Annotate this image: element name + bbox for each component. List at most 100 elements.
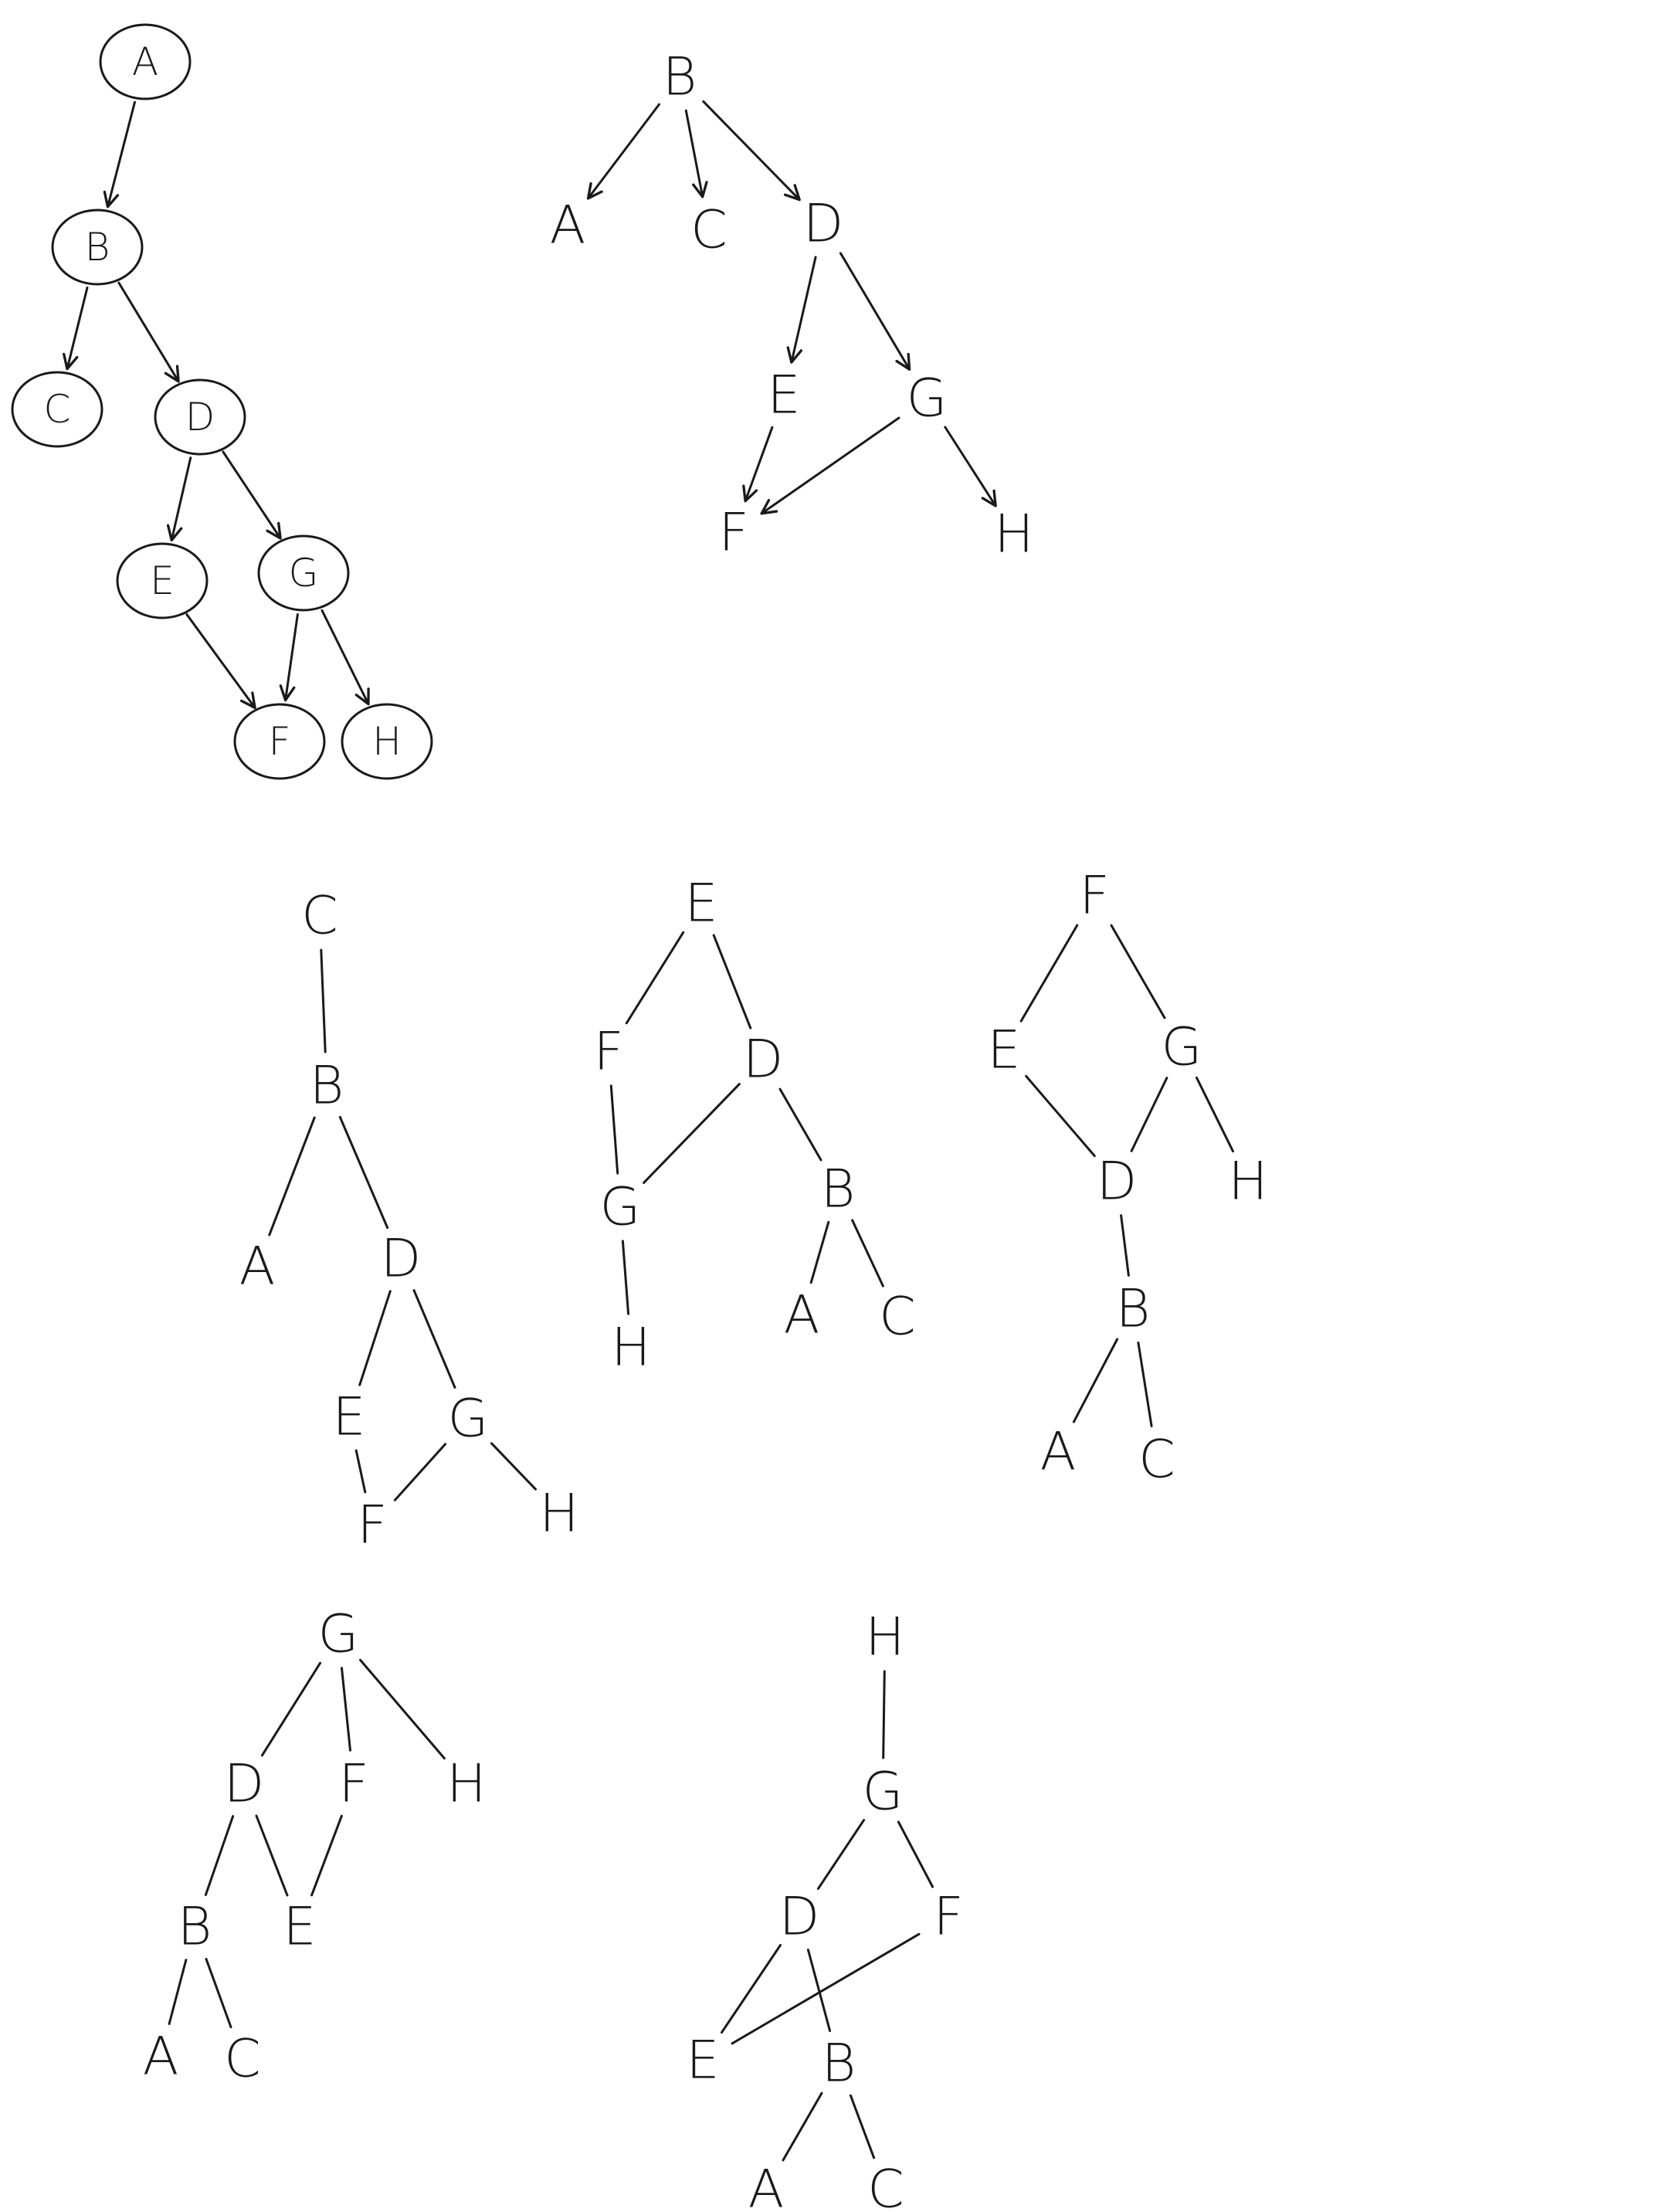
node-label: C <box>301 886 337 947</box>
node-label: G <box>863 1762 904 1823</box>
node-label: F <box>593 1022 623 1083</box>
node-f: F <box>718 503 748 564</box>
node-label: F <box>357 1495 387 1556</box>
node-e: E <box>988 1020 1021 1081</box>
node-label: E <box>988 1020 1021 1081</box>
edge-b-d <box>338 1115 389 1230</box>
node-e: E <box>116 542 209 619</box>
node-h: H <box>865 1607 904 1668</box>
node-f: F <box>338 1754 368 1815</box>
edge-b-d <box>117 281 180 383</box>
node-label: E <box>283 1897 317 1958</box>
node-d: D <box>1097 1152 1137 1213</box>
node-f: F <box>357 1495 387 1556</box>
node-label: F <box>933 1887 963 1948</box>
node-h: H <box>539 1484 578 1545</box>
node-g: G <box>257 534 350 612</box>
edge-g-f <box>897 1820 934 1888</box>
node-label: B <box>178 1897 212 1958</box>
node-a: A <box>99 23 192 100</box>
edge-e-d <box>1025 1074 1096 1158</box>
edge-g-h <box>1195 1076 1234 1153</box>
node-a: A <box>143 2027 179 2088</box>
edge-f-e <box>731 1932 921 2045</box>
edge-d-b <box>1120 1214 1130 1277</box>
node-g: G <box>1162 1017 1202 1078</box>
node-label: D <box>779 1887 819 1948</box>
node-label: A <box>784 1285 820 1346</box>
node-a: A <box>1040 1422 1077 1483</box>
node-label: B <box>663 47 697 108</box>
edge-g-d <box>260 1661 322 1757</box>
node-d: D <box>779 1887 819 1948</box>
node-a: A <box>748 2159 785 2212</box>
node-label: A <box>748 2159 785 2212</box>
node-label: F <box>338 1754 368 1815</box>
node-label: D <box>1097 1152 1137 1213</box>
edge-b-c <box>851 1219 884 1288</box>
node-f: F <box>233 703 326 780</box>
node-b: B <box>51 209 144 286</box>
node-label: A <box>550 195 586 256</box>
node-label: H <box>994 504 1033 565</box>
edge-e-f <box>742 426 774 503</box>
node-d: D <box>154 378 246 456</box>
edge-b-a <box>782 2092 823 2162</box>
node-e: E <box>687 2030 720 2092</box>
node-h: H <box>611 1318 650 1379</box>
node-label: G <box>289 551 319 595</box>
node-label: C <box>690 200 727 261</box>
edge-g-h <box>621 1240 630 1315</box>
edge-f-g <box>609 1084 619 1175</box>
node-f: F <box>1079 866 1109 927</box>
node-label: B <box>310 1056 344 1117</box>
edge-g-h <box>320 609 370 706</box>
node-label: B <box>85 225 110 270</box>
edge-b-a <box>1072 1338 1119 1423</box>
edge-b-c <box>63 286 89 371</box>
node-d: D <box>743 1030 783 1091</box>
edge-g-h <box>490 1442 537 1491</box>
edge-a-b <box>103 100 136 209</box>
node-label: D <box>224 1754 264 1815</box>
node-h: H <box>1228 1152 1267 1213</box>
edge-b-a <box>268 1116 316 1237</box>
node-label: B <box>1116 1279 1151 1340</box>
node-label: F <box>718 503 748 564</box>
edge-b-d <box>702 100 801 202</box>
node-g: G <box>600 1177 641 1238</box>
node-label: H <box>1228 1152 1267 1213</box>
node-label: E <box>685 874 718 935</box>
edge-d-e <box>255 1814 289 1897</box>
node-label: D <box>743 1030 783 1091</box>
node-e: E <box>333 1387 366 1448</box>
edge-g-f <box>279 613 299 702</box>
node-label: A <box>132 39 158 84</box>
edge-g-h <box>359 1658 446 1760</box>
node-label: B <box>822 2034 856 2095</box>
edge-b-a <box>809 1220 830 1284</box>
node-label: G <box>1162 1017 1202 1078</box>
node-c: C <box>301 886 337 947</box>
node-circle <box>116 542 209 619</box>
edge-b-c <box>1137 1342 1153 1427</box>
node-label: H <box>446 1754 486 1815</box>
node-f: F <box>593 1022 623 1083</box>
node-label: G <box>600 1177 641 1238</box>
edge-g-f <box>393 1443 447 1501</box>
edge-g-f <box>341 1667 351 1752</box>
node-b: B <box>822 2034 856 2095</box>
edge-b-c <box>205 1957 232 2029</box>
node-label: A <box>143 2027 179 2088</box>
edge-d-e <box>358 1290 392 1386</box>
node-c: C <box>867 2159 904 2212</box>
node-label: F <box>269 719 291 764</box>
node-d: D <box>381 1229 421 1290</box>
node-label: A <box>1040 1422 1077 1483</box>
edge-g-d <box>816 1819 866 1890</box>
node-h: H <box>994 504 1033 565</box>
